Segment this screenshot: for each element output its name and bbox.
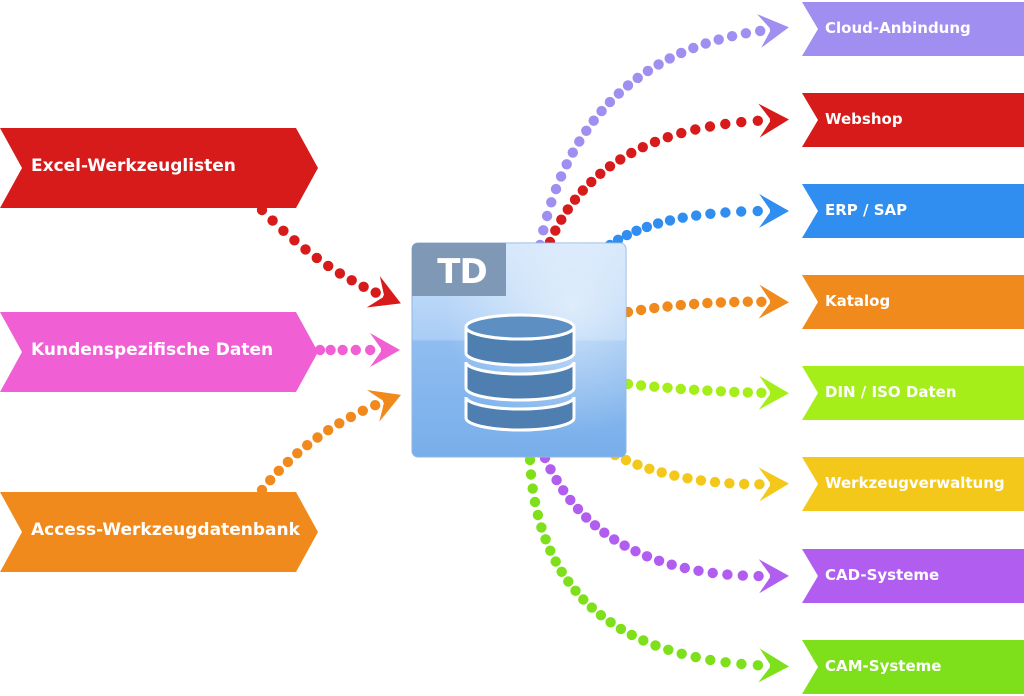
logo-badge: [412, 243, 506, 296]
connector-katalog: [622, 284, 789, 319]
connector-access: [256, 390, 402, 496]
connector-custom: [314, 333, 400, 367]
target-banner: [802, 366, 1024, 420]
connector-excel: [256, 204, 401, 308]
database-icon: [464, 313, 576, 432]
target-banner: [802, 549, 1024, 603]
connector-lines: [256, 14, 789, 683]
connector-werkzeug: [609, 449, 789, 502]
source-banner: [0, 492, 318, 572]
target-banner: [802, 2, 1024, 56]
connector-erp: [604, 193, 789, 251]
connector-cam: [524, 454, 789, 683]
td-logo: TD: [437, 252, 487, 292]
connector-cloud: [534, 14, 789, 251]
source-banner: [0, 128, 318, 208]
source-banner: [0, 312, 318, 392]
connector-cad: [539, 452, 789, 594]
connector-webshop: [544, 103, 789, 248]
target-banner: [802, 93, 1024, 147]
target-banner: [802, 275, 1024, 329]
target-banner: [802, 457, 1024, 511]
target-banner: [802, 184, 1024, 238]
connector-din-iso: [622, 375, 789, 410]
target-banner: [802, 640, 1024, 694]
